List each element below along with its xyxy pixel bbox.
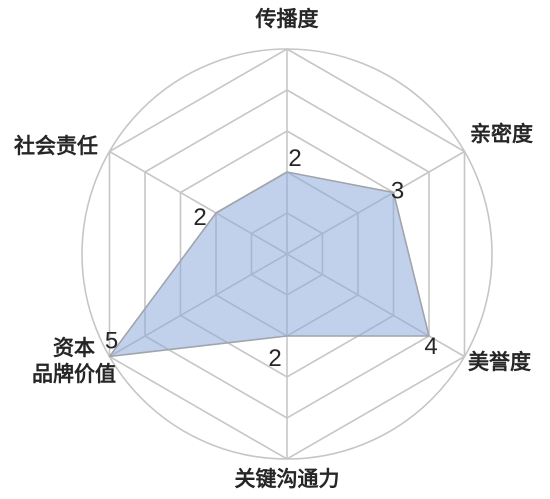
value-label-3: 4 bbox=[424, 333, 437, 360]
value-label-4: 2 bbox=[268, 345, 281, 372]
value-label-5: 5 bbox=[105, 328, 118, 355]
axis-label-5: 资本品牌价值 bbox=[32, 336, 116, 386]
value-label-1: 2 bbox=[288, 145, 301, 172]
axis-label-5-line-1: 资本 bbox=[53, 336, 95, 360]
axis-label-3-line-1: 美誉度 bbox=[468, 350, 531, 374]
series-area bbox=[108, 171, 430, 358]
axis-label-1-line-1: 传播度 bbox=[255, 7, 319, 31]
value-labels: 2 3 4 2 5 2 bbox=[105, 145, 438, 372]
axis-label-4-line-1: 关键沟通力 bbox=[235, 467, 340, 491]
axis-label-2: 亲密度 bbox=[470, 122, 533, 146]
value-label-6: 2 bbox=[193, 204, 206, 231]
value-label-2: 3 bbox=[391, 178, 404, 205]
axis-label-6-line-1: 社会责任 bbox=[13, 134, 98, 158]
axis-label-5-line-2: 品牌价值 bbox=[32, 362, 116, 386]
axis-label-2-line-1: 亲密度 bbox=[470, 122, 533, 146]
radar-data-layer bbox=[108, 171, 430, 358]
axis-label-3: 美誉度 bbox=[468, 350, 531, 374]
axis-label-6: 社会责任 bbox=[13, 134, 98, 158]
axis-label-1: 传播度 bbox=[255, 7, 319, 31]
axis-label-4: 关键沟通力 bbox=[235, 467, 340, 491]
